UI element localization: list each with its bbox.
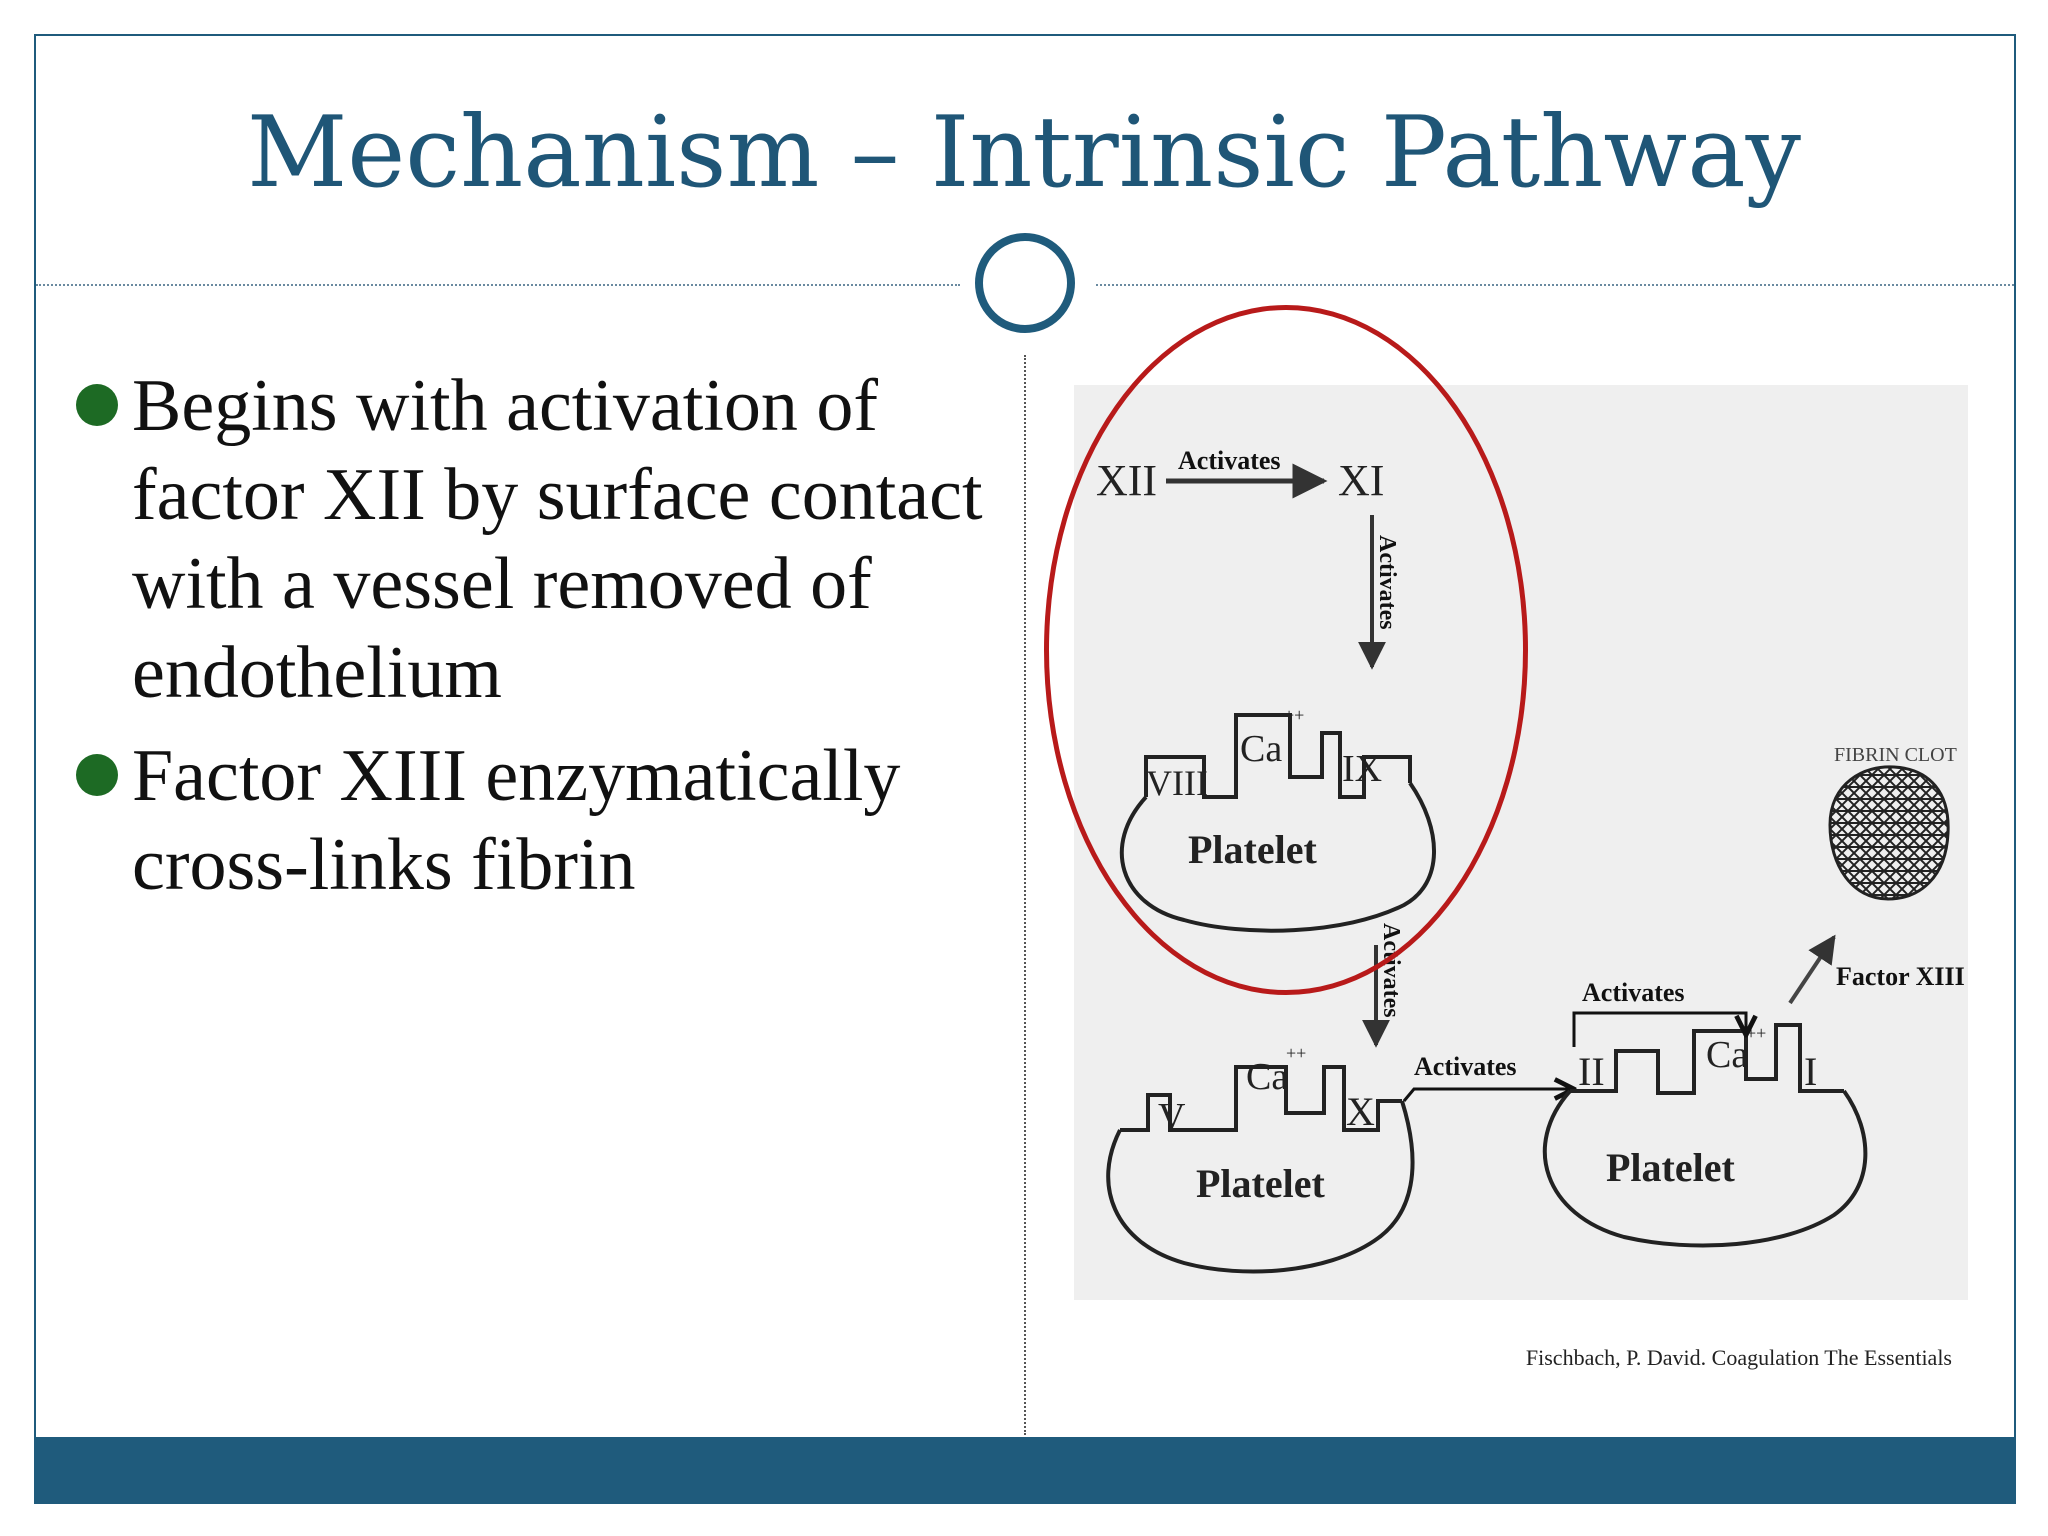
i-to-fibrin-arrow [1788,934,1836,1005]
bullet-list: Begins with activation of factor XII by … [70,362,990,924]
platelet-2-outline [1106,1100,1415,1274]
bullet-item: Begins with activation of factor XII by … [70,362,990,718]
factor-xiii-label: Factor XIII [1836,962,1965,991]
calcium-charge: ++ [1746,1023,1766,1043]
factor-v-label: V [1158,1096,1186,1138]
source-caption: Fischbach, P. David. Coagulation The Ess… [1525,1345,1952,1370]
intrinsic-highlight-ellipse [1044,305,1528,995]
bullet-text: Factor XIII enzymatically cross-links fi… [132,735,901,906]
platelet-label: Platelet [1196,1161,1325,1206]
column-divider [1024,355,1026,1435]
calcium-charge: ++ [1286,1043,1306,1063]
slide-title: Mechanism – Intrinsic Pathway [246,96,1802,210]
x-to-ii-arrow [1402,1089,1574,1102]
title-divider-right [1096,284,2014,286]
calcium-label: Ca [1246,1056,1288,1098]
factor-ii-label: II [1578,1049,1605,1094]
fibrin-clot-icon [1828,765,1950,901]
bullet-item: Factor XIII enzymatically cross-links fi… [70,732,990,910]
activates-label: Activates [1414,1052,1517,1081]
factor-x-label: X [1346,1089,1375,1134]
activates-label: Activates [1582,978,1685,1007]
platelet-label: Platelet [1606,1145,1735,1190]
footer-bar [34,1437,2016,1504]
platelet-3-receptors [1570,1023,1844,1095]
bullet-text: Begins with activation of factor XII by … [132,365,983,714]
platelet-2-receptors [1120,1065,1402,1132]
ii-to-i-bracket-arrow [1572,1011,1746,1047]
platelet-3-outline [1542,1089,1868,1248]
bullet-dot-icon [76,384,118,426]
calcium-label: Ca [1706,1034,1748,1076]
factor-i-label: I [1804,1049,1817,1094]
fibrin-clot-label: FIBRIN CLOT [1834,744,1957,766]
title-divider-left [36,284,960,286]
bullet-dot-icon [76,754,118,796]
ring-ornament-icon [975,233,1075,333]
